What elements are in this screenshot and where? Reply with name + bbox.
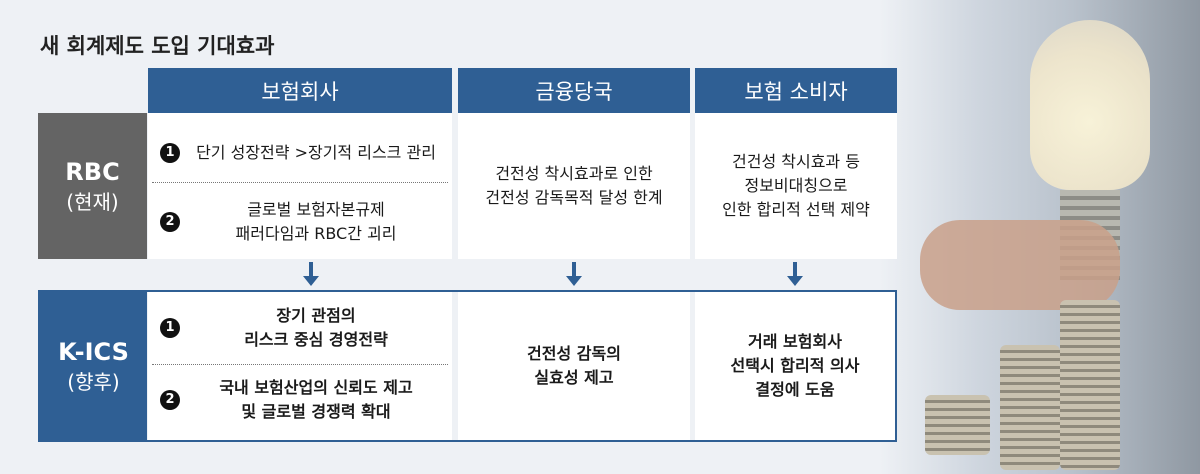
item-text: 글로벌 보험자본규제: [247, 200, 385, 219]
coin-stack: [925, 395, 990, 455]
rbc-title: RBC: [65, 158, 120, 187]
rbc-label: RBC (현재): [38, 113, 147, 259]
item-text: 단기 성장전략 >장기적 리스크 관리: [196, 143, 436, 162]
item-text: 장기 관점의: [276, 306, 356, 325]
cell-text: 건전성 감독의: [527, 344, 621, 363]
item-text: 리스크 중심 경영전략: [244, 330, 388, 349]
header-regulator: 금융당국: [458, 68, 690, 113]
cell-text: 정보비대칭으로: [744, 176, 848, 195]
lightbulb-image: [1030, 20, 1150, 190]
rbc-subtitle: (현재): [66, 189, 119, 214]
cell-text: 실효성 제고: [534, 368, 614, 387]
coin-stack: [1060, 300, 1120, 470]
kics-frame: [38, 290, 897, 442]
item-text: 및 글로벌 경쟁력 확대: [241, 402, 391, 421]
header-insurer: 보험회사: [148, 68, 452, 113]
cell-text: 선택시 합리적 의사: [730, 356, 860, 375]
rbc-insurer-item-1: 1 단기 성장전략 >장기적 리스크 관리: [148, 138, 452, 168]
number-badge: 1: [160, 318, 180, 338]
arrow-down-icon: [787, 262, 803, 286]
cell-text: 인한 합리적 선택 제약: [722, 200, 870, 219]
cell-text: 건전성 감독목적 달성 한계: [485, 188, 663, 207]
divider: [152, 364, 448, 365]
arrow-down-icon: [566, 262, 582, 286]
cell-text: 거래 보험회사: [748, 332, 842, 351]
number-badge: 2: [160, 390, 180, 410]
header-consumer: 보험 소비자: [695, 68, 897, 113]
hand-image: [920, 220, 1120, 310]
cell-text: 건전성 착시효과로 인한: [495, 164, 653, 183]
kics-label: K-ICS (향후): [40, 292, 147, 440]
kics-subtitle: (향후): [67, 369, 120, 394]
kics-insurer-cell: [148, 292, 452, 440]
item-text: 패러다임과 RBC간 괴리: [235, 224, 397, 243]
coin-stack: [1000, 345, 1060, 470]
cell-text: 건건성 착시효과 등: [732, 152, 860, 171]
arrow-down-icon: [303, 262, 319, 286]
divider: [152, 182, 448, 183]
rbc-insurer-cell: [148, 113, 452, 259]
item-text: 국내 보험산업의 신뢰도 제고: [219, 378, 413, 397]
kics-title: K-ICS: [58, 338, 129, 367]
number-badge: 2: [160, 212, 180, 232]
cell-text: 결정에 도움: [755, 380, 835, 399]
page-title: 새 회계제도 도입 기대효과: [40, 34, 275, 58]
number-badge: 1: [160, 143, 180, 163]
